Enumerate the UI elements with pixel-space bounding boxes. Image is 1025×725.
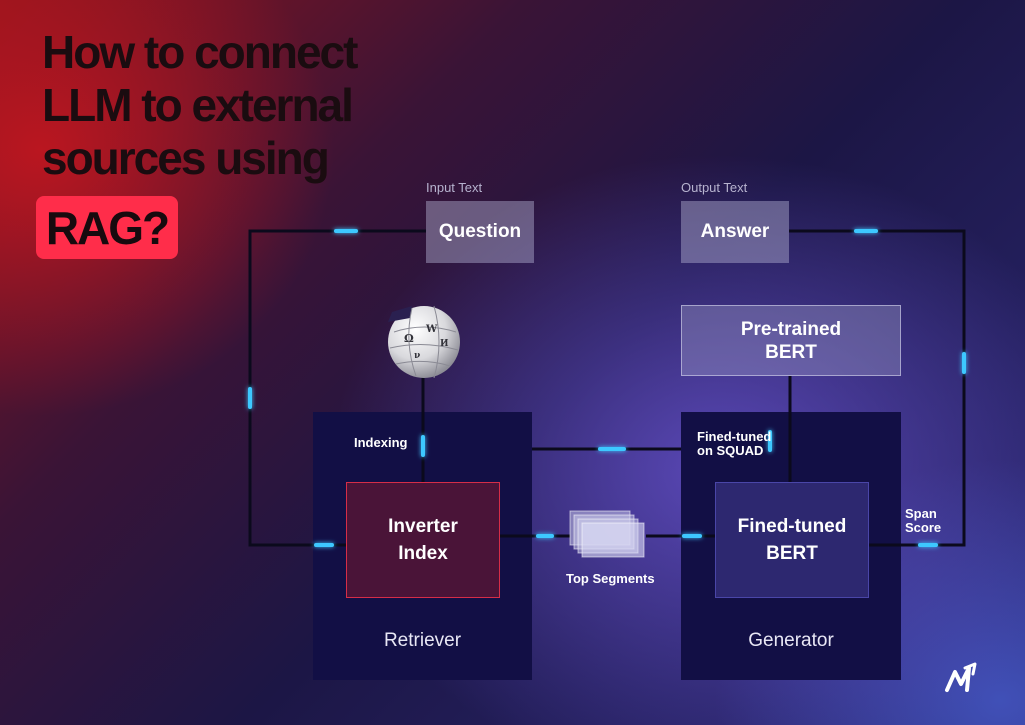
document-stack-icon: [568, 509, 648, 561]
top-segments-label: Top Segments: [566, 571, 655, 586]
title-line-2: LLM to external: [42, 79, 354, 131]
output-text-caption: Output Text: [681, 180, 748, 195]
indexing-label: Indexing: [354, 435, 408, 450]
brand-logo-icon: [944, 660, 980, 694]
input-text-caption: Input Text: [426, 180, 483, 195]
pretrained-bert-box: Pre-trained BERT: [681, 305, 901, 376]
inverter-index-line-2: Index: [398, 543, 448, 564]
svg-text:И: И: [440, 339, 449, 349]
svg-text:Ω: Ω: [404, 332, 414, 345]
span-score-line-2: Score: [905, 520, 942, 535]
finetuned-bert-line-2: BERT: [766, 543, 818, 564]
svg-text:ν: ν: [414, 351, 420, 361]
finetuned-bert-line-1: Fined-tuned: [737, 516, 847, 537]
svg-text:W: W: [425, 324, 438, 335]
retriever-label: Retriever: [383, 630, 462, 651]
rag-badge: RAG?: [36, 196, 178, 259]
question-box: Question: [426, 201, 534, 263]
generator-label: Generator: [748, 630, 834, 651]
title-line-1: How to connect: [42, 26, 358, 78]
finetuned-squad-line-2: on SQUAD: [697, 443, 764, 458]
finetuned-squad-caption: Fined-tuned on SQUAD: [697, 430, 771, 458]
wikipedia-globe-icon: Ω W И ν: [382, 302, 462, 379]
finetuned-bert-box: Fined-tuned BERT: [715, 482, 869, 598]
page-title: How to connect LLM to external sources u…: [42, 26, 358, 185]
inverter-index-box: Inverter Index: [346, 482, 500, 598]
span-score-line-1: Span: [905, 506, 937, 521]
pretrained-bert-line-2: BERT: [765, 341, 817, 363]
title-line-3: sources using: [42, 132, 330, 184]
answer-box: Answer: [681, 201, 789, 263]
finetuned-squad-line-1: Fined-tuned: [697, 429, 772, 444]
span-score-label: Span Score: [905, 507, 941, 535]
pretrained-bert-line-1: Pre-trained: [740, 318, 842, 340]
inverter-index-line-1: Inverter: [388, 516, 458, 537]
